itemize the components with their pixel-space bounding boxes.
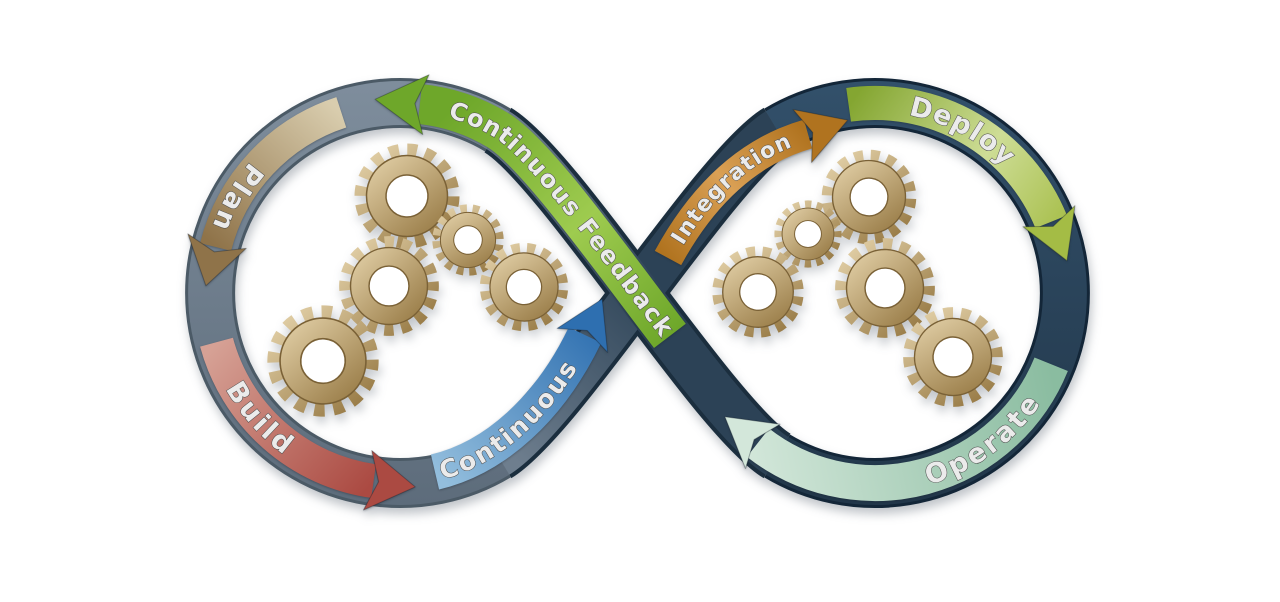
left-loop-ring <box>188 81 510 505</box>
arrow-build-head <box>363 450 416 511</box>
gear-icon <box>839 242 931 334</box>
arrow-deploy-head <box>1022 205 1076 262</box>
arrow-continuous-feedback-head <box>374 74 430 135</box>
arrow-operate: Operate <box>724 357 1068 502</box>
gear-icon <box>345 242 432 329</box>
arrow-operate-head <box>724 416 781 469</box>
gears-right <box>711 150 1008 411</box>
gear-icon <box>779 205 838 264</box>
arrow-continuous-body <box>430 327 602 490</box>
arrow-operate-body <box>746 357 1068 502</box>
gear-icon <box>822 150 916 244</box>
arrow-plan-head <box>187 233 247 287</box>
arrow-continuous-head <box>556 298 609 353</box>
gear-icon <box>271 309 375 413</box>
arrow-integration-head <box>792 109 849 163</box>
arrow-integration-body <box>654 119 813 266</box>
arrow-build-body <box>200 337 377 498</box>
arrow-plan-body <box>200 97 347 252</box>
arrow-continuous-feedback-body <box>417 84 686 349</box>
gear-icon <box>711 245 806 340</box>
arrow-deploy-body <box>846 85 1067 229</box>
